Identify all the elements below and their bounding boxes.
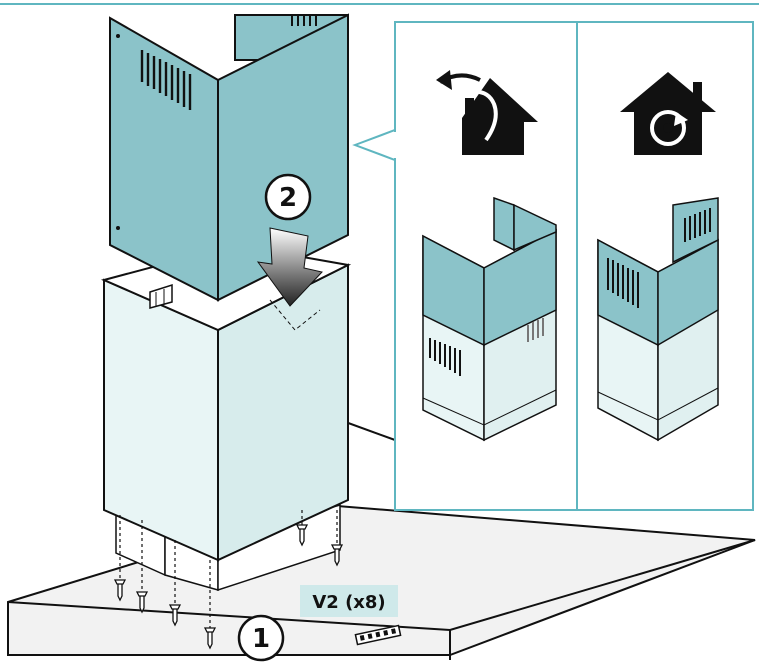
control-panel xyxy=(354,624,402,646)
step-1-badge: 1 xyxy=(237,614,285,662)
screw-quantity-label: V2 (x8) xyxy=(300,585,398,617)
down-arrow xyxy=(256,227,323,307)
step-2-label: 2 xyxy=(279,183,297,213)
recirculation-config-chimney xyxy=(597,197,719,442)
upper-chimney xyxy=(109,13,349,302)
exhaust-config-chimney xyxy=(422,196,557,442)
screw-label-text: V2 (x8) xyxy=(312,592,385,613)
vent-grille xyxy=(140,50,192,110)
step-1-label: 1 xyxy=(252,624,270,654)
screws xyxy=(113,510,344,650)
step-2-badge: 2 xyxy=(264,173,312,221)
house-with-circular-arrow-icon xyxy=(620,72,716,155)
house-with-outward-arrow-icon xyxy=(436,70,538,155)
